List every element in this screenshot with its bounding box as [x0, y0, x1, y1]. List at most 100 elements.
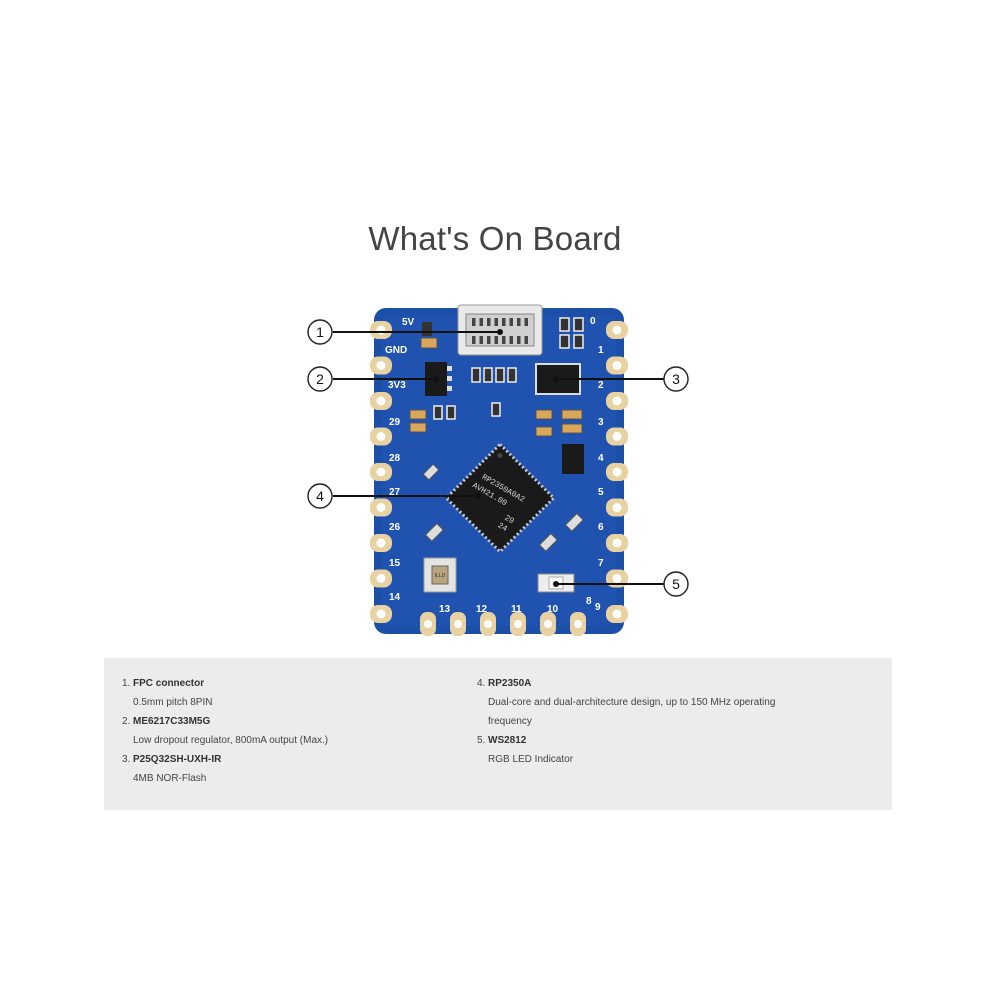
silk-label-gnd: GND: [385, 345, 407, 356]
pad-hole: [612, 361, 622, 370]
item-number: 1.: [122, 678, 131, 689]
resistor: [433, 405, 443, 420]
component-list-panel: 1.FPC connector 0.5mm pitch 8PIN 2.ME621…: [104, 658, 892, 810]
fpc-pin: [472, 318, 476, 326]
pad-hole: [612, 396, 622, 406]
silk-label-pin: 15: [389, 558, 401, 569]
item-name: ME6217C33M5G: [133, 716, 211, 727]
silk-label-pin: 9: [595, 602, 601, 613]
resistor: [491, 402, 501, 417]
silk-label-pin: 4: [598, 453, 604, 464]
pad-hole: [612, 538, 622, 548]
capacitor: [538, 532, 558, 552]
silk-label-pin: 10: [547, 604, 559, 615]
page-title: What's On Board: [368, 220, 622, 257]
resistor: [495, 367, 505, 383]
capacitor: [424, 522, 444, 542]
capacitor: [535, 426, 553, 437]
fpc-pin: [509, 336, 513, 344]
right-pad-row: [606, 321, 628, 623]
callout-marker: [307, 319, 333, 345]
resistor: [573, 334, 584, 349]
resistor: [446, 405, 456, 420]
fpc-pin: [517, 318, 521, 326]
fpc-pin: [487, 336, 491, 344]
fpc-pin: [494, 318, 498, 326]
callout-dot: [433, 376, 439, 382]
chip-marking-line-3: 29: [503, 514, 516, 527]
bottom-pad-row: [420, 612, 586, 636]
fpc-pin: [479, 336, 483, 344]
fpc-pin: [479, 318, 483, 326]
pad-hole: [612, 574, 622, 583]
resistor: [483, 367, 493, 383]
callout-marker: [663, 366, 689, 392]
fpc-pin: [509, 318, 513, 326]
rp2350a-chip: [444, 442, 556, 554]
pad-hole: [376, 574, 386, 583]
callout-dot: [475, 493, 481, 499]
callout-number: 5: [672, 576, 680, 592]
callout-marker: [307, 483, 333, 509]
callout-number: 4: [316, 488, 324, 504]
fpc-pin: [487, 318, 491, 326]
crystal: [562, 444, 584, 474]
callout-dot: [497, 329, 503, 335]
fpc-pin: [472, 336, 476, 344]
silk-label-pin: 5: [598, 487, 604, 498]
silk-label-5v: 5V: [402, 317, 415, 328]
item-description: Dual-core and dual-architecture design, …: [488, 697, 776, 708]
component-list-left: 1.FPC connector 0.5mm pitch 8PIN 2.ME621…: [122, 674, 452, 788]
fpc-pin: [502, 318, 506, 326]
silk-label-3v3: 3V3: [388, 380, 406, 391]
silk-label-pin: 12: [476, 604, 488, 615]
item-description: Low dropout regulator, 800mA output (Max…: [133, 735, 329, 746]
pad-hole: [574, 620, 582, 628]
pad-hole: [376, 467, 386, 477]
list-item: 1.FPC connector 0.5mm pitch 8PIN: [122, 674, 452, 712]
item-name: WS2812: [488, 735, 527, 746]
pad-hole: [514, 620, 522, 628]
pad-hole: [454, 620, 462, 628]
list-item: 4.RP2350A Dual-core and dual-architectur…: [477, 674, 877, 731]
resistor: [559, 334, 570, 349]
board-diagram: RP2350A0A2 AVH21.00 29 24 ILLD 5V GND 3V…: [307, 304, 689, 636]
callout-number: 2: [316, 371, 324, 387]
silk-label-pin: 26: [389, 522, 401, 533]
pad-hole: [376, 396, 386, 406]
silk-label-pin: 2: [598, 380, 604, 391]
pad-hole: [376, 503, 386, 512]
item-description: RGB LED Indicator: [488, 754, 574, 765]
list-item: 3.P25Q32SH-UXH-IR 4MB NOR-Flash: [122, 750, 452, 788]
pad-hole: [484, 620, 492, 628]
callout-dot: [553, 581, 559, 587]
silk-label-pin: 6: [598, 522, 604, 533]
pad-hole: [376, 325, 386, 335]
capacitor: [564, 512, 584, 532]
item-number: 5.: [477, 735, 486, 746]
resistor: [559, 317, 570, 332]
item-name: RP2350A: [488, 678, 532, 689]
capacitor: [561, 409, 583, 420]
callout-marker: [663, 571, 689, 597]
silk-label-pin: 11: [511, 604, 522, 615]
fpc-pin: [517, 336, 521, 344]
resistor-array: [471, 367, 517, 383]
item-description: 0.5mm pitch 8PIN: [133, 697, 213, 708]
capacitor: [561, 423, 583, 434]
silk-label-pin: 28: [389, 453, 401, 464]
pad-hole: [376, 609, 386, 619]
left-pad-row: [370, 321, 392, 623]
fpc-pin: [502, 336, 506, 344]
pad-hole: [376, 361, 386, 370]
fpc-pin: [524, 318, 528, 326]
pad-hole: [612, 467, 622, 477]
pad-hole: [612, 609, 622, 619]
pad-hole: [612, 432, 622, 441]
item-number: 2.: [122, 716, 131, 727]
silk-label-pin: 29: [389, 417, 401, 428]
silk-label-pin: 13: [439, 604, 451, 615]
silk-label-pin: 3: [598, 417, 604, 428]
resistor: [471, 367, 481, 383]
pad-hole: [376, 432, 386, 441]
